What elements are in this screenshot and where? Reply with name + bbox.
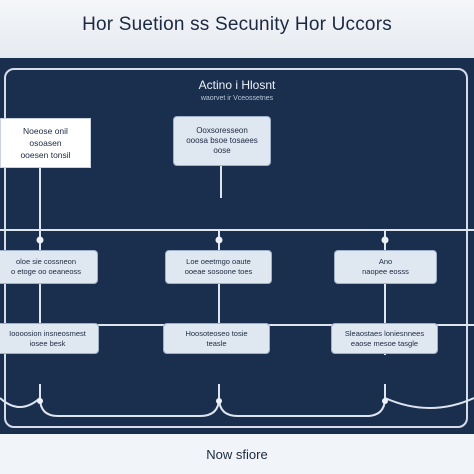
middle-node-right: Ano naopee eosss (334, 250, 437, 284)
connector-bottom-left (39, 384, 220, 417)
diagram-canvas: Actino i Hlosnt waorvet ir Vceossetnes (0, 58, 474, 434)
node-line: oose (213, 146, 231, 155)
diagram-title: Hor Suetion ss Secunity Hor Uccors (82, 14, 392, 35)
note-line: osoasen (29, 138, 62, 148)
junction-dot (382, 398, 388, 404)
node-line: ooosa bsoe tosaees (186, 136, 258, 145)
node-line: iosee besk (29, 338, 66, 348)
junction-dot (37, 398, 43, 404)
node-line: Hoosoteoseo tosie (185, 328, 248, 338)
note-box: Noeose onil osoasen ooesen tonsil (0, 118, 91, 168)
connector-lines (0, 166, 474, 417)
node-line: o etoge oo oeaneoss (10, 267, 82, 276)
top-node: Ooxsoresseon ooosa bsoe tosaees oose (173, 116, 271, 166)
connector-bottom-edge-right (384, 397, 474, 409)
junction-dot (215, 236, 223, 244)
bottom-node-center: Hoosoteoseo tosie teasle (163, 323, 270, 354)
node-line: Sleaostaes loniesnnees (344, 328, 425, 338)
node-line: oloe sie cossneon (15, 257, 77, 266)
node-line: eaose mesoe tasgle (350, 338, 419, 348)
node-line: naopee eosss (362, 267, 409, 276)
diagram-frame (4, 68, 468, 428)
connector-bottom-right (218, 384, 386, 417)
middle-node-left: oloe sie cossneon o etoge oo oeaneoss (0, 250, 98, 284)
node-line: Ooxsoresseon (196, 126, 248, 135)
footer-label: Now sfiore (206, 447, 268, 462)
node-line: Ano (378, 257, 393, 266)
title-band: Hor Suetion ss Secunity Hor Uccors (0, 0, 474, 58)
node-line: Loe oeetmgo oaute (186, 257, 251, 266)
junction-dot (36, 236, 44, 244)
header-label: Actino i Hlosnt (198, 78, 276, 92)
junction-dot (381, 236, 389, 244)
note-line: ooesen tonsil (20, 150, 71, 160)
connector-bottom-edge-left (0, 397, 41, 408)
node-line: teasle (206, 338, 227, 348)
header-sublabel: waorvet ir Vceossetnes (200, 95, 274, 102)
footer-band: Now sfiore (0, 434, 474, 474)
junction-dot (216, 398, 222, 404)
bottom-node-left: Ioooosion insneosmest iosee besk (0, 323, 99, 354)
middle-node-center: Loe oeetmgo oaute ooeae sosoone toes (165, 250, 272, 284)
note-line: Noeose onil (23, 126, 68, 136)
node-line: Ioooosion insneosmest (9, 328, 86, 338)
bottom-node-right: Sleaostaes loniesnnees eaose mesoe tasgl… (331, 323, 438, 354)
node-line: ooeae sosoone toes (184, 267, 253, 276)
